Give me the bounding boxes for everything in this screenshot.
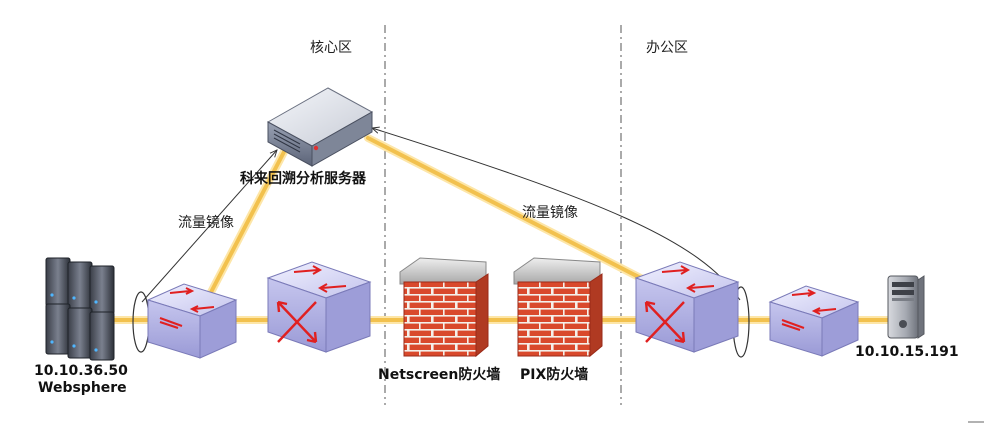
mirror-label-left: 流量镜像 bbox=[178, 215, 234, 231]
server-label: 科来回溯分析服务器 bbox=[240, 170, 367, 187]
firewall-icon bbox=[513, 257, 603, 358]
host-left-ip: 10.10.36.50 bbox=[34, 363, 128, 379]
server-appliance-icon bbox=[266, 87, 374, 167]
multilayer-switch-icon bbox=[634, 261, 740, 353]
mirror-uplink-right bbox=[364, 134, 672, 296]
tower-server-icon bbox=[45, 257, 115, 361]
workgroup-switch-icon bbox=[768, 285, 860, 357]
pc-tower-icon bbox=[887, 275, 925, 339]
mirror-label-right: 流量镜像 bbox=[522, 205, 578, 221]
mirror-arrow-left bbox=[141, 150, 277, 303]
zone-label-core: 核心区 bbox=[310, 40, 352, 56]
firewall-icon bbox=[399, 257, 489, 358]
multilayer-switch-icon bbox=[266, 261, 372, 353]
mirror-uplink-left bbox=[204, 146, 289, 302]
workgroup-switch-icon bbox=[146, 283, 238, 359]
zone-label-office: 办公区 bbox=[646, 40, 688, 56]
host-right-ip: 10.10.15.191 bbox=[855, 344, 959, 360]
firewall-pix-label: PIX防火墙 bbox=[520, 366, 588, 383]
firewall-netscreen-label: Netscreen防火墙 bbox=[378, 366, 500, 383]
host-left-name: Websphere bbox=[38, 380, 127, 396]
